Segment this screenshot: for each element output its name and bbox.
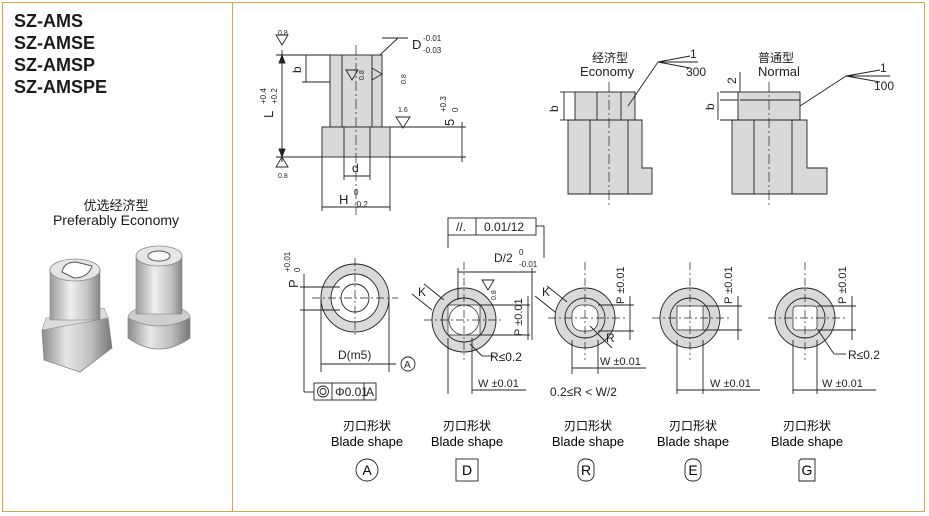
dim-L-tol-upper: +0.4 xyxy=(259,88,268,104)
dim-H-tol-upper: 0 xyxy=(354,188,359,197)
blade-code-box-G xyxy=(798,458,816,482)
blade-D-P-label: P ±0.01 xyxy=(513,298,525,336)
blade-E-P-label: P ±0.01 xyxy=(723,266,735,304)
roughness-top: 0.8 xyxy=(278,30,288,37)
blade-A-caption-cn: 刃口形状 xyxy=(343,419,391,433)
blade-D-K-label: K xyxy=(418,285,426,299)
normal-view xyxy=(717,69,890,206)
blade-D-caption-en: Blade shape xyxy=(431,434,503,449)
side-view xyxy=(275,34,466,215)
blade-shape-D-drawing xyxy=(411,262,536,394)
runout-value: Φ0.01 xyxy=(335,385,368,399)
punch-photo-round-head xyxy=(127,245,191,350)
normal-2-label: 2 xyxy=(725,77,739,84)
blade-G-W-label: W ±0.01 xyxy=(822,378,863,390)
roughness-shoulder: 1.6 xyxy=(398,107,408,114)
economy-b-label: b xyxy=(547,105,561,112)
dim-D-label: D xyxy=(412,37,421,52)
product-photos xyxy=(41,245,191,373)
blade-code-box-E xyxy=(684,458,702,482)
dim-half-D-tol-upper: 0 xyxy=(519,248,524,257)
runout-datum: A xyxy=(366,385,374,399)
dim-Dm5-label: D(m5) xyxy=(338,348,371,362)
roughness-side: 0.8 xyxy=(401,74,408,84)
dim-5-tol-lower: 0 xyxy=(451,107,460,112)
blade-D-roughness: 0.8 xyxy=(491,290,498,300)
punch-photo-flat-head xyxy=(41,258,113,373)
blade-G-R-label: R≤0.2 xyxy=(848,348,880,362)
dim-H-tol-lower: -0.2 xyxy=(354,200,368,209)
blade-A-caption-en: Blade shape xyxy=(331,434,403,449)
photo-caption-en: Preferably Economy xyxy=(52,212,180,228)
blade-G-code: G xyxy=(802,462,813,478)
blade-E-caption-en: Blade shape xyxy=(657,434,729,449)
blade-D-caption-cn: 刃口形状 xyxy=(443,419,491,433)
dim-b-label: b xyxy=(290,66,304,73)
dim-P-tol-upper: +0.01 xyxy=(283,251,292,272)
dim-D-tol-lower: -0.03 xyxy=(423,46,442,55)
product-code: SZ-AMSPE xyxy=(14,77,108,97)
blade-A-code: A xyxy=(362,462,372,478)
product-code-list: SZ-AMS SZ-AMSE SZ-AMSP SZ-AMSPE xyxy=(14,10,107,98)
dim-P-tol-lower: 0 xyxy=(293,267,302,272)
blade-R-caption-en: Blade shape xyxy=(552,434,624,449)
dim-half-D-label: D/2 xyxy=(494,251,513,265)
product-code: SZ-AMS xyxy=(14,11,83,31)
normal-cn-label: 普通型 xyxy=(758,51,794,65)
normal-taper-top: 1 xyxy=(880,61,887,75)
economy-cn-label: 经济型 xyxy=(592,50,628,65)
normal-taper-bottom: 100 xyxy=(874,79,894,93)
blade-G-caption-cn: 刃口形状 xyxy=(783,419,831,433)
blade-D-R-label: R≤0.2 xyxy=(490,350,522,364)
dim-H-label: H xyxy=(339,192,348,207)
dim-L-tol-lower: +0.2 xyxy=(270,88,279,104)
blade-R-caption-cn: 刃口形状 xyxy=(564,419,612,433)
blade-shape-R-drawing xyxy=(534,262,646,374)
blade-R-code: R xyxy=(581,462,591,478)
parallel-callout xyxy=(447,217,545,258)
blade-E-caption-cn: 刃口形状 xyxy=(669,419,717,433)
blade-shape-E-drawing xyxy=(652,262,760,394)
economy-taper-top: 1 xyxy=(690,47,697,61)
blade-E-code: E xyxy=(688,462,697,478)
blade-R-P-label: P ±0.01 xyxy=(615,266,627,304)
blade-G-P-label: P ±0.01 xyxy=(837,266,849,304)
dim-half-D-tol-lower: -0.01 xyxy=(519,260,538,269)
roughness-bore: 0.8 xyxy=(359,70,366,80)
parallel-symbol: //. xyxy=(456,220,466,234)
blade-D-W-label: W ±0.01 xyxy=(478,378,519,390)
product-code: SZ-AMSE xyxy=(14,33,95,53)
blade-R-K-label: K xyxy=(542,285,550,299)
dim-P-label: P xyxy=(286,279,301,288)
dim-5-tol-upper: +0.3 xyxy=(439,96,448,112)
dim-d-label: d xyxy=(352,161,359,175)
normal-en-label: Normal xyxy=(758,64,800,79)
blade-R-range-label: 0.2≤R < W/2 xyxy=(550,385,617,399)
blade-R-R-label: R xyxy=(606,331,615,345)
blade-code-circle-A xyxy=(355,458,379,482)
product-code: SZ-AMSP xyxy=(14,55,95,75)
blade-code-box-R xyxy=(577,458,595,482)
roughness-bottom: 0.8 xyxy=(278,173,288,180)
datum-A-marker: A xyxy=(404,360,411,371)
dim-D-tol-upper: -0.01 xyxy=(423,34,442,43)
blade-G-caption-en: Blade shape xyxy=(771,434,843,449)
blade-code-box-D xyxy=(455,458,479,482)
economy-en-label: Economy xyxy=(580,64,635,79)
economy-taper-bottom: 300 xyxy=(686,65,706,79)
blade-R-W-label: W ±0.01 xyxy=(600,356,641,368)
economy-view xyxy=(560,55,698,206)
dim-L-label: L xyxy=(261,111,276,118)
blade-E-W-label: W ±0.01 xyxy=(710,378,751,390)
top-view xyxy=(300,258,416,401)
panel-divider xyxy=(232,2,233,512)
dim-5-label: 5 xyxy=(442,119,457,126)
blade-shape-G-drawing xyxy=(768,262,876,394)
normal-b-label: b xyxy=(703,103,717,110)
photo-caption-cn: 优选经济型 xyxy=(83,198,149,213)
parallel-value: 0.01/12 xyxy=(484,220,524,234)
blade-D-code: D xyxy=(462,462,472,478)
